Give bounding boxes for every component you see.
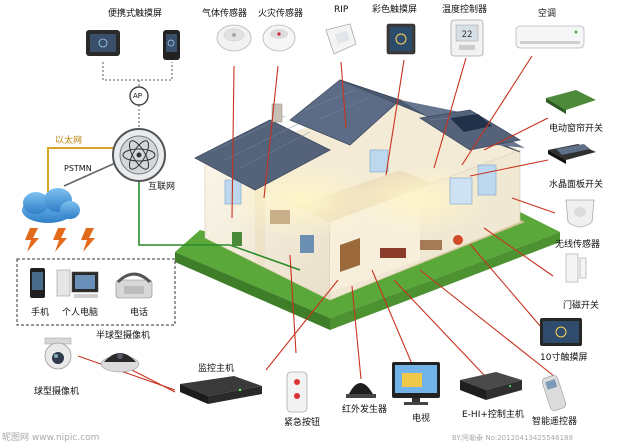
- label-ir-transmitter: 红外发生器: [342, 405, 387, 416]
- hemisphere-camera-icon: [101, 353, 139, 372]
- emergency-button-icon: [287, 372, 307, 412]
- label-mobile: 手机: [31, 308, 49, 319]
- crystal-panel-switch-icon: [548, 144, 596, 164]
- label-aircon: 空调: [538, 9, 556, 20]
- handheld-icon: [163, 30, 180, 60]
- touchscreen-10-icon: [540, 318, 582, 346]
- label-thermostat: 温度控制器: [442, 5, 487, 16]
- label-fire-sensor: 火灾传感器: [258, 9, 303, 20]
- label-wireless-sensor: 无线传感器: [555, 240, 600, 251]
- gas-sensor-icon: [217, 25, 251, 51]
- label-gas-sensor: 气体传感器: [202, 9, 247, 20]
- computer-icon: [57, 270, 98, 298]
- cloud-icon: [22, 188, 80, 223]
- label-pstmn: PSTMN: [64, 163, 92, 174]
- color-touchscreen-icon: [387, 24, 415, 54]
- label-rip: RIP: [334, 5, 348, 16]
- label-tv: 电视: [412, 414, 430, 425]
- door-switch-icon: [566, 254, 586, 282]
- house-illustration: [175, 80, 560, 330]
- wireless-sensor-icon: [566, 200, 594, 227]
- monitor-host-icon: [180, 376, 262, 404]
- label-dome-camera: 球型摄像机: [34, 387, 79, 398]
- lightning-icon: [25, 228, 95, 252]
- telephone-icon: [116, 274, 152, 298]
- label-hemisphere-camera: 半球型摄像机: [96, 331, 150, 342]
- label-crystal-panel-switch: 水晶面板开关: [549, 180, 603, 191]
- ir-transmitter-icon: [346, 383, 376, 398]
- label-ethernet: 以太网: [55, 136, 82, 147]
- fire-sensor-icon: [263, 25, 295, 51]
- label-emergency-button: 紧急按钮: [284, 418, 320, 429]
- label-door-switch: 门磁开关: [563, 301, 599, 312]
- label-phone: 电话: [130, 308, 148, 319]
- tablet-icon: [86, 30, 120, 56]
- label-color-touchscreen: 彩色触摸屏: [372, 5, 417, 16]
- internet-globe-icon: [113, 129, 165, 181]
- label-monitor-host: 监控主机: [198, 364, 234, 375]
- watermark-left: 昵图网 www.nipic.com: [2, 430, 99, 443]
- air-conditioner-icon: [516, 26, 584, 48]
- watermark-right: BY:阿勒泰 No:20120413425546188: [452, 433, 573, 443]
- label-portable-touchscreen: 便携式触摸屏: [108, 9, 162, 20]
- label-internet: 互联网: [148, 182, 175, 193]
- ehi-controller-icon: [460, 372, 522, 400]
- label-smart-remote: 智能遥控器: [532, 417, 577, 428]
- label-pc: 个人电脑: [62, 308, 98, 319]
- label-curtain-switch: 电动窗帘开关: [549, 124, 603, 135]
- pir-sensor-icon: [326, 24, 356, 54]
- thermostat-icon: 22: [451, 20, 483, 56]
- label-touchscreen-10: 10寸触摸屏: [540, 353, 587, 364]
- thermostat-readout: 22: [462, 30, 473, 40]
- label-ap: AP: [133, 91, 142, 102]
- mobile-phone-icon: [30, 268, 45, 298]
- tv-icon: [392, 362, 440, 405]
- smart-remote-icon: [541, 374, 567, 411]
- label-ehi-controller: E-HI+控制主机: [462, 410, 524, 421]
- curtain-switch-icon: [546, 90, 596, 114]
- dome-camera-icon: [45, 338, 71, 369]
